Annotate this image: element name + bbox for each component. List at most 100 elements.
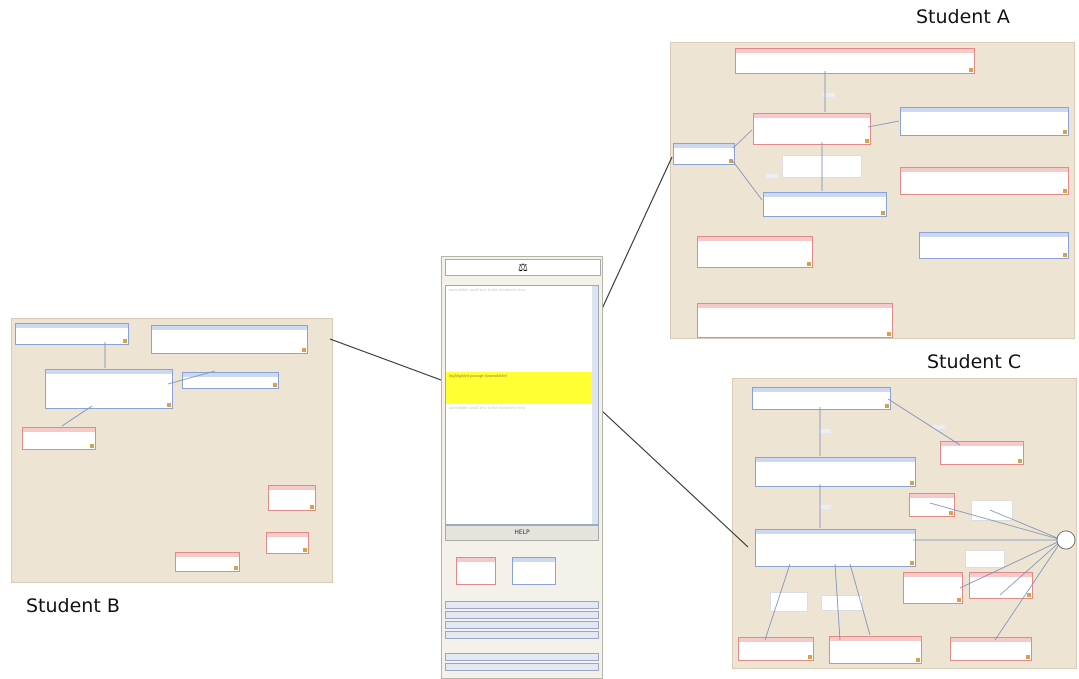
edge-line	[989, 509, 1063, 541]
link-line-student-b	[329, 338, 442, 381]
note-box[interactable]	[829, 636, 922, 664]
claim-box[interactable]	[900, 107, 1069, 136]
pencil-icon[interactable]	[234, 566, 238, 570]
passage-text: unreadable small text in the document vi…	[449, 287, 526, 292]
note-box[interactable]	[268, 485, 316, 511]
pencil-icon[interactable]	[167, 403, 171, 407]
pencil-icon[interactable]	[729, 159, 733, 163]
note-box[interactable]	[903, 572, 963, 604]
pencil-icon[interactable]	[865, 139, 869, 143]
edge-label	[766, 174, 778, 178]
edge-label	[819, 505, 831, 509]
note-box[interactable]	[940, 441, 1024, 465]
student-b-workspace[interactable]	[11, 318, 333, 583]
edge-line	[999, 539, 1063, 596]
category-row[interactable]	[445, 621, 599, 629]
pencil-icon[interactable]	[303, 548, 307, 552]
link-annotation-box[interactable]	[965, 550, 1005, 568]
category-row[interactable]	[445, 653, 599, 661]
edge-line	[867, 120, 900, 128]
student-c-label: Student C	[927, 351, 1022, 373]
pencil-icon[interactable]	[123, 339, 127, 343]
note-box[interactable]	[735, 48, 975, 74]
note-box[interactable]	[753, 113, 871, 145]
claim-box[interactable]	[45, 369, 173, 409]
student-b-label: Student B	[26, 595, 120, 617]
pencil-icon[interactable]	[1063, 189, 1067, 193]
scrollbar[interactable]	[592, 286, 598, 524]
pencil-icon[interactable]	[1018, 459, 1022, 463]
student-c-workspace[interactable]	[732, 378, 1077, 669]
note-box[interactable]	[456, 557, 496, 585]
pencil-icon[interactable]	[1027, 593, 1031, 597]
claim-box[interactable]	[15, 323, 129, 345]
claim-box[interactable]	[182, 372, 279, 389]
passage-text: unreadable small text in the document vi…	[449, 405, 526, 410]
category-row[interactable]	[445, 631, 599, 639]
note-box[interactable]	[697, 236, 813, 268]
note-box[interactable]	[900, 167, 1069, 195]
claim-box[interactable]	[752, 387, 891, 410]
pencil-icon[interactable]	[1026, 655, 1030, 659]
pencil-icon[interactable]	[887, 332, 891, 336]
edge-line	[929, 502, 1063, 541]
edge-label	[933, 425, 945, 429]
pencil-icon[interactable]	[885, 404, 889, 408]
document-text-view[interactable]: unreadable small text in the document vi…	[445, 285, 599, 525]
note-box[interactable]	[697, 303, 893, 338]
pencil-icon[interactable]	[910, 481, 914, 485]
note-box[interactable]	[738, 637, 814, 661]
edge-line	[732, 129, 753, 149]
edge-line	[849, 563, 871, 636]
note-box[interactable]	[266, 532, 309, 554]
pencil-icon[interactable]	[881, 211, 885, 215]
category-row[interactable]	[445, 611, 599, 619]
claim-box[interactable]	[763, 192, 887, 217]
edge-line	[764, 563, 791, 641]
edge-line	[834, 563, 841, 641]
pencil-icon[interactable]	[957, 598, 961, 602]
pencil-icon[interactable]	[1063, 253, 1067, 257]
student-a-label: Student A	[916, 6, 1010, 28]
help-button[interactable]: HELP	[445, 525, 599, 541]
pencil-icon[interactable]	[916, 658, 920, 662]
note-box[interactable]	[22, 427, 96, 450]
category-row[interactable]	[445, 663, 599, 671]
circle-connector-icon	[1056, 530, 1076, 550]
edge-line	[167, 370, 216, 385]
pencil-icon[interactable]	[90, 444, 94, 448]
edge-line	[994, 539, 1063, 641]
reader-toolbar: ⚖	[445, 259, 601, 276]
edge-line	[959, 539, 1063, 589]
pencil-icon[interactable]	[310, 505, 314, 509]
link-annotation-box[interactable]	[821, 595, 863, 611]
claim-box[interactable]	[919, 232, 1069, 259]
edge-line	[887, 398, 961, 446]
pencil-icon[interactable]	[302, 348, 306, 352]
pencil-icon[interactable]	[807, 262, 811, 266]
pencil-icon[interactable]	[949, 511, 953, 515]
claim-box[interactable]	[755, 529, 916, 567]
pencil-icon[interactable]	[910, 561, 914, 565]
edge-line	[61, 405, 93, 427]
pencil-icon[interactable]	[969, 68, 973, 72]
note-box[interactable]	[175, 552, 240, 572]
claim-box[interactable]	[755, 457, 916, 487]
gavel-icon[interactable]: ⚖	[518, 261, 528, 274]
note-box[interactable]	[909, 493, 955, 517]
pencil-icon[interactable]	[273, 383, 277, 387]
student-a-workspace[interactable]	[670, 42, 1075, 339]
document-reader-panel: ⚖ unreadable small text in the document …	[441, 256, 603, 679]
note-box[interactable]	[969, 572, 1033, 599]
edge-line	[731, 159, 763, 201]
pencil-icon[interactable]	[808, 655, 812, 659]
highlighted-passage[interactable]: highlighted passage (unreadable)	[446, 372, 598, 404]
claim-box[interactable]	[151, 325, 308, 354]
claim-box[interactable]	[512, 557, 556, 585]
claim-box[interactable]	[673, 143, 735, 165]
note-box[interactable]	[950, 637, 1032, 661]
category-row[interactable]	[445, 601, 599, 609]
edge-label	[819, 429, 831, 433]
edge-label	[823, 93, 835, 97]
pencil-icon[interactable]	[1063, 130, 1067, 134]
